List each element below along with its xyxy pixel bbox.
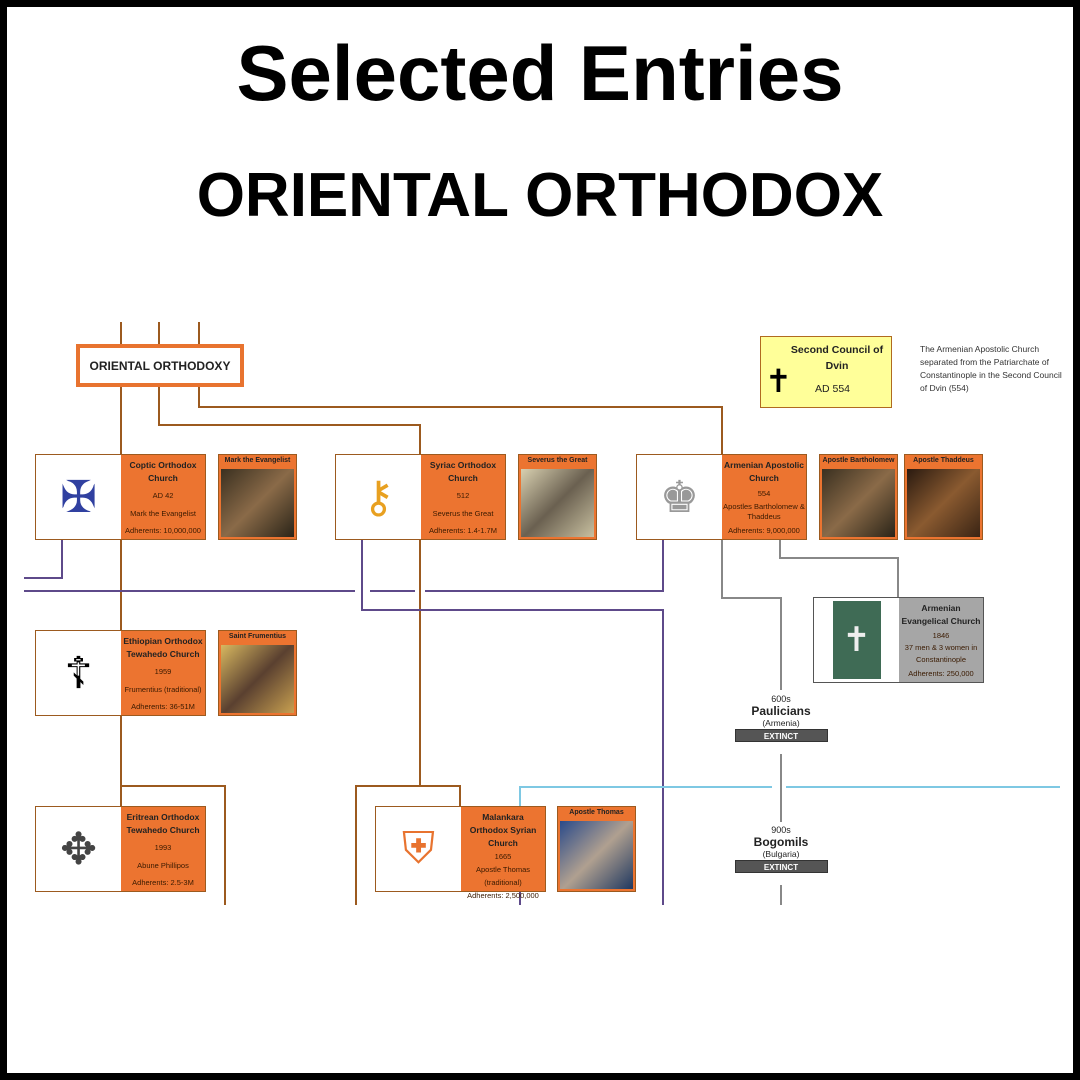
oriental-orthodoxy-root[interactable]: ORIENTAL ORTHODOXY — [76, 344, 244, 387]
portrait-thaddeus: Apostle Thaddeus — [904, 454, 983, 540]
portrait-image — [221, 645, 294, 713]
malankara-shield-icon: ⛨ — [402, 824, 435, 873]
portrait-mark: Mark the Evangelist — [218, 454, 297, 540]
council-dvin[interactable]: ✝ Second Council of Dvin AD 554 — [760, 336, 892, 408]
council-date: AD 554 — [815, 383, 851, 395]
coptic-cross-icon: ✠ — [60, 472, 97, 522]
church-name: Eritrean Orthodox Tewahedo Church — [126, 812, 200, 835]
logo-cell: ✝ — [814, 598, 899, 682]
church-name: Coptic Orthodox Church — [129, 460, 197, 483]
church-date: AD 42 — [152, 491, 174, 501]
portrait-severus: Severus the Great — [518, 454, 597, 540]
church-founder: Frumentius (traditional) — [124, 684, 202, 694]
portrait-image — [560, 821, 633, 889]
extinct-region: (Bulgaria) — [762, 849, 800, 859]
church-adherents: Adherents: 2,500,000 — [467, 891, 539, 900]
church-name: Syriac Orthodox Church — [429, 460, 497, 483]
portrait-thomas: Apostle Thomas — [557, 806, 636, 892]
extinct-date: 600s — [771, 694, 791, 704]
church-adherents: Adherents: 250,000 — [908, 668, 974, 678]
church-founder: Abune Phillipos — [137, 860, 189, 870]
page-title: Selected Entries — [236, 29, 844, 117]
church-date: 1846 — [932, 630, 950, 640]
portrait-image — [521, 469, 594, 537]
portrait-bartholomew: Apostle Bartholomew — [819, 454, 898, 540]
church-founder: Severus the Great — [432, 508, 494, 518]
extinct-badge: EXTINCT — [734, 860, 828, 873]
church-name: Armenian Evangelical Church — [901, 603, 981, 626]
portrait-label: Apostle Bartholomew — [822, 457, 895, 464]
church-date: 512 — [456, 491, 470, 501]
church-name: Armenian Apostolic Church — [724, 460, 804, 483]
portrait-image — [907, 469, 980, 537]
extinct-region: (Armenia) — [762, 718, 800, 728]
church-date: 1993 — [154, 843, 172, 853]
church-founder: Apostles Bartholomew & Thaddeus — [723, 502, 805, 521]
portrait-label: Saint Frumentius — [228, 633, 287, 640]
portrait-label: Apostle Thomas — [569, 809, 624, 816]
extinct-bogomils[interactable]: 900s Bogomils (Bulgaria) EXTINCT — [721, 825, 841, 873]
council-name: Second Council of Dvin — [790, 344, 884, 372]
extinct-name: Bogomils — [753, 835, 809, 849]
portrait-image — [822, 469, 895, 537]
extinct-paulicians[interactable]: 600s Paulicians (Armenia) EXTINCT — [721, 694, 841, 742]
portrait-label: Apostle Thaddeus — [913, 457, 974, 464]
church-ethiopian[interactable]: ☦ Ethiopian Orthodox Tewahedo Church 1959… — [35, 630, 206, 716]
portrait-label: Mark the Evangelist — [224, 457, 291, 464]
church-founder: Apostle Thomas (traditional) — [475, 865, 531, 887]
extinct-name: Paulicians — [751, 704, 811, 718]
portrait-frumentius: Saint Frumentius — [218, 630, 297, 716]
cross-bible-icon: ✝ — [765, 363, 792, 399]
church-name: Ethiopian Orthodox Tewahedo Church — [123, 636, 203, 659]
church-founder: Mark the Evangelist — [130, 508, 196, 518]
church-adherents: Adherents: 10,000,000 — [125, 525, 201, 535]
ethiopian-cross-icon: ☦ — [64, 648, 93, 698]
portrait-image — [221, 469, 294, 537]
syriac-coat-of-arms-icon: ⚷ — [362, 472, 395, 522]
church-adherents: Adherents: 9,000,000 — [728, 526, 800, 535]
church-founder: 37 men & 3 women in Constantinople — [904, 643, 978, 665]
church-adherents: Adherents: 1.4-1.7M — [429, 525, 497, 535]
church-armenian-evangelical[interactable]: ✝ Armenian Evangelical Church 1846 37 men … — [813, 597, 984, 683]
church-date: 1959 — [154, 667, 172, 677]
church-date: 554 — [757, 489, 771, 498]
page-subtitle: ORIENTAL ORTHODOX — [196, 161, 884, 230]
church-adherents: Adherents: 36-51M — [131, 701, 195, 711]
extinct-date: 900s — [771, 825, 791, 835]
church-adherents: Adherents: 2.5-3M — [132, 877, 194, 887]
church-date: 1665 — [494, 852, 512, 861]
eritrean-cross-icon: ✥ — [60, 824, 97, 874]
council-note: The Armenian Apostolic Church separated … — [920, 344, 1062, 393]
armenian-evangelical-cross-icon: ✝ — [832, 601, 881, 679]
church-name: Malankara Orthodox Syrian Church — [469, 812, 537, 848]
portrait-label: Severus the Great — [527, 457, 588, 464]
extinct-badge: EXTINCT — [734, 729, 828, 742]
armenian-coat-of-arms-icon: ♚ — [659, 472, 700, 522]
church-coptic[interactable]: ✠ Coptic Orthodox Church AD 42 Mark the Ev… — [35, 454, 206, 540]
